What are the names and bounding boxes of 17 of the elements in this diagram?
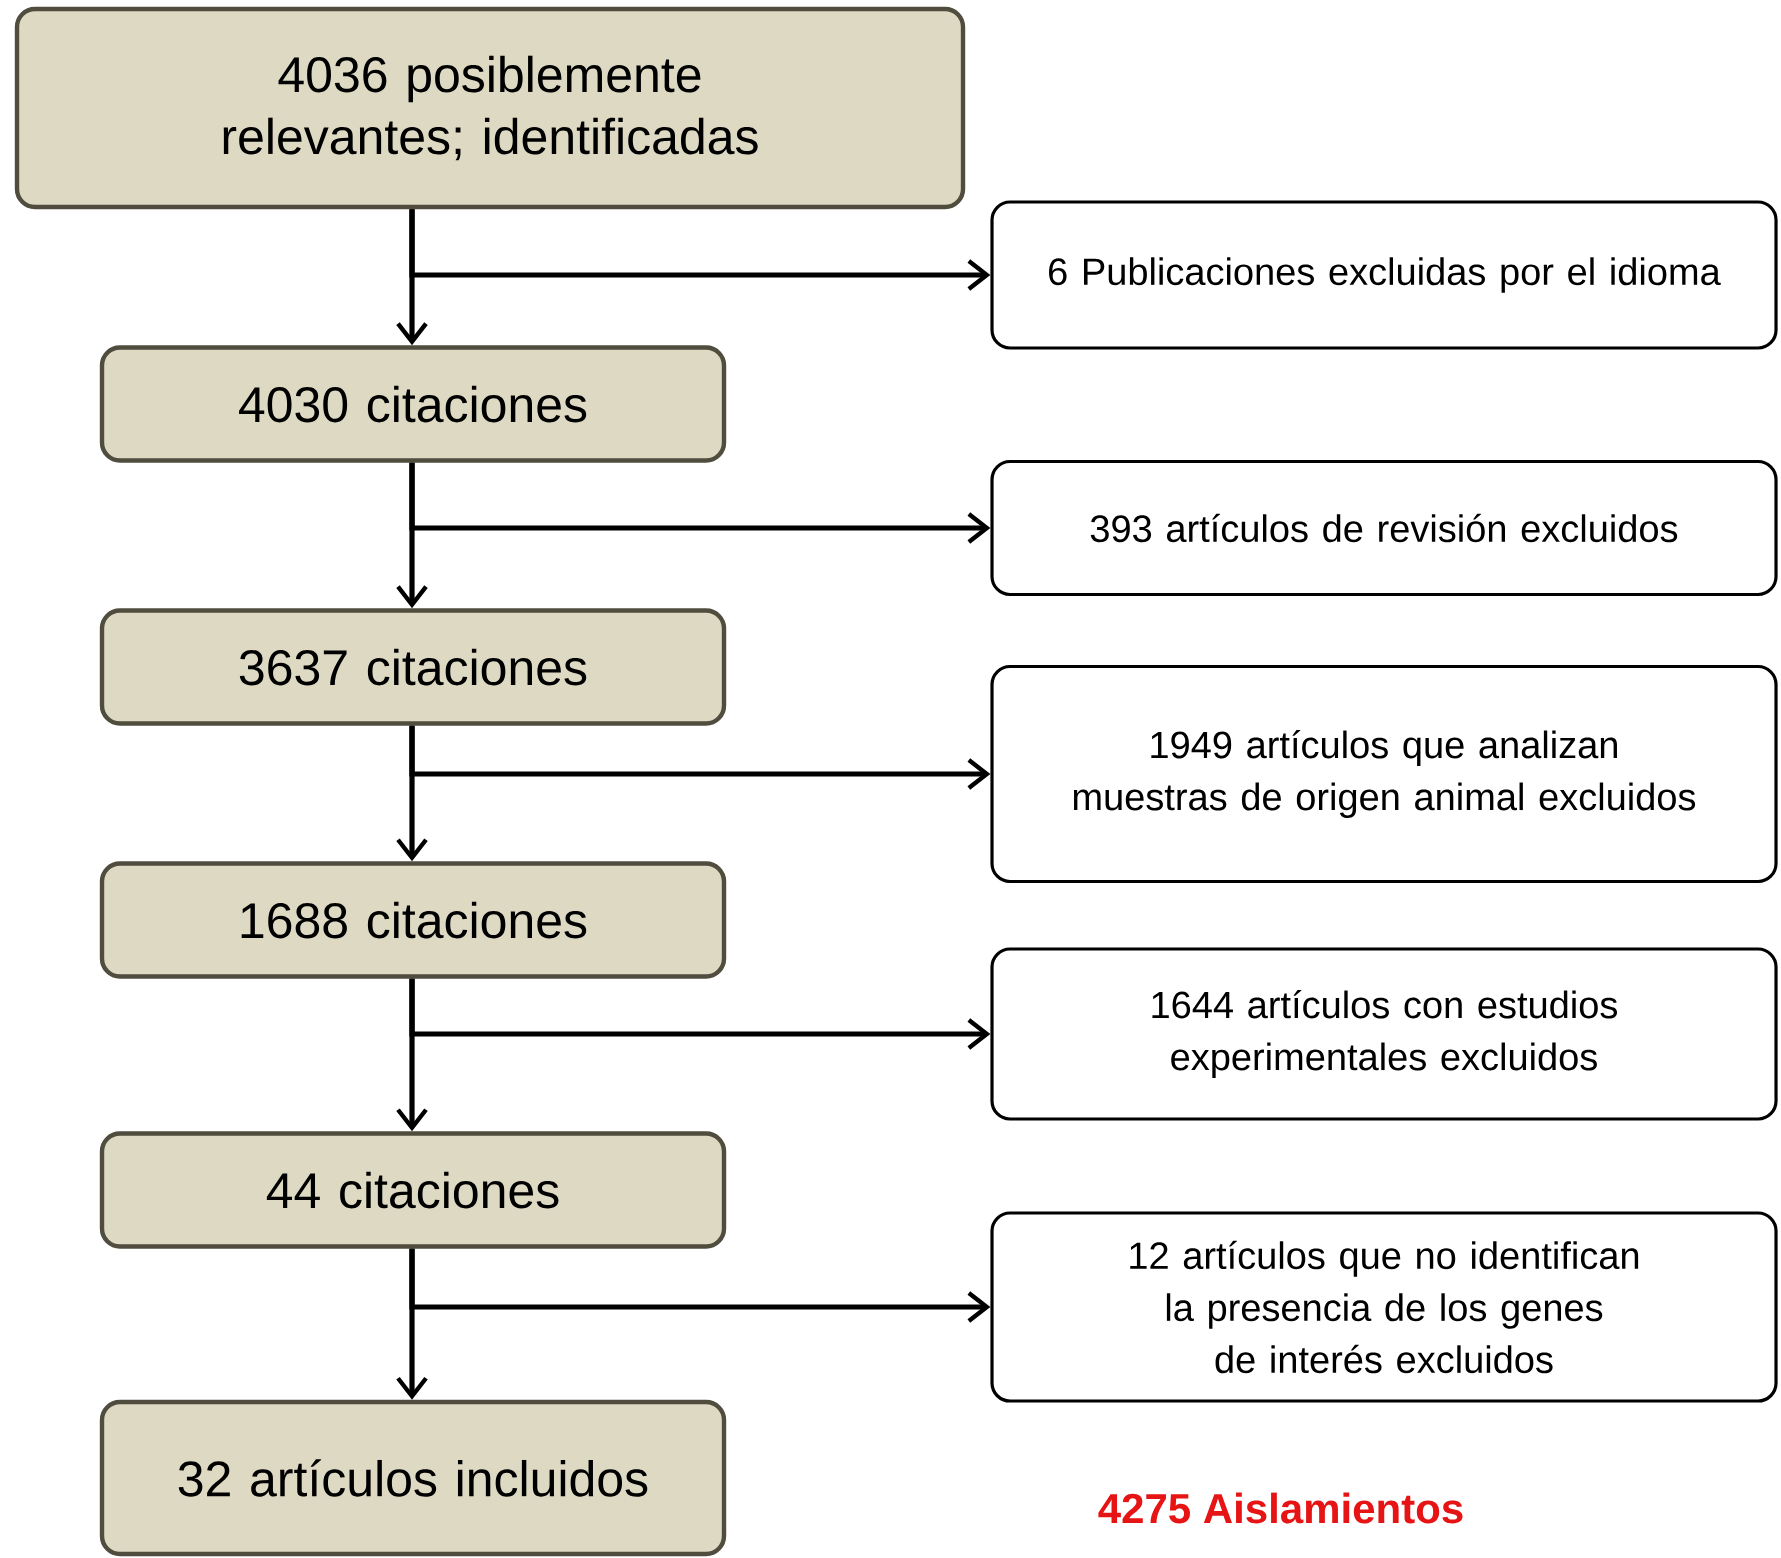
arrow bbox=[396, 1248, 428, 1400]
process-box: 1688 citaciones bbox=[99, 861, 727, 979]
arrow bbox=[396, 209, 428, 346]
exclusion-box: 1644 artículos con estudios experimentales excluidos bbox=[990, 947, 1778, 1121]
process-box: 4036 posiblemente relevantes; identificadas bbox=[14, 6, 966, 210]
exclusion-box: 393 artículos de revisión excluidos bbox=[990, 459, 1778, 597]
arrow bbox=[396, 978, 428, 1132]
note-text: 4275 Aislamientos bbox=[1098, 1492, 1463, 1524]
exclusion-box: 12 artículos que no identifican la presencia de los genes de interés excluidos bbox=[990, 1211, 1778, 1403]
exclusion-box: 6 Publicaciones excluidas por el idioma bbox=[990, 200, 1778, 350]
process-box: 4030 citaciones bbox=[99, 345, 727, 463]
process-box: 3637 citaciones bbox=[99, 608, 727, 726]
arrow bbox=[396, 725, 428, 862]
arrow bbox=[396, 462, 428, 609]
process-box: 32 artículos incluidos bbox=[99, 1399, 727, 1557]
process-box: 44 citaciones bbox=[99, 1131, 727, 1249]
exclusion-box: 1949 artículos que analizan muestras de origen animal excluidos bbox=[990, 664, 1778, 884]
